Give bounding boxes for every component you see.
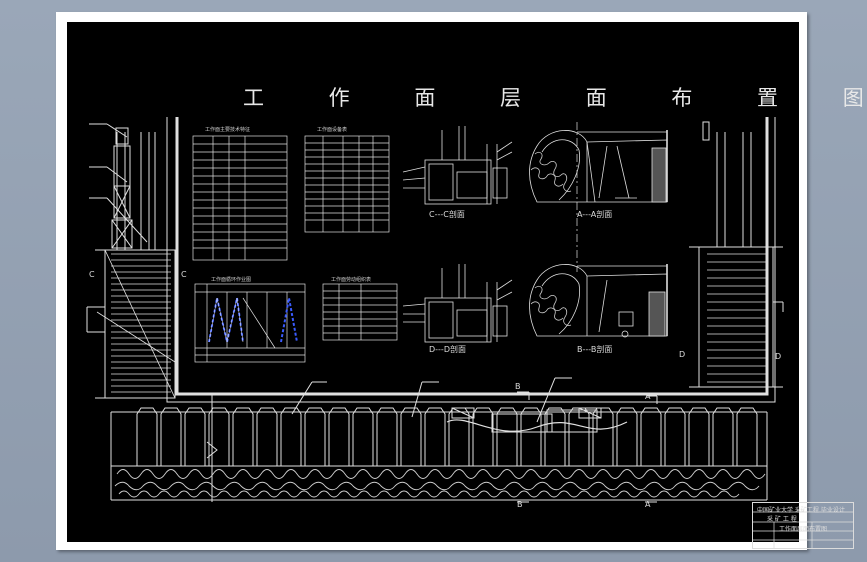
cad-drawing: [86, 117, 784, 503]
mark-d-left: D: [679, 350, 686, 359]
hydraulic-supports: [110, 407, 768, 501]
right-roadway: [689, 121, 784, 388]
mark-a-bottom: A: [645, 500, 651, 509]
right-roadway-hatch: [707, 253, 767, 383]
table-1: [192, 135, 288, 261]
section-aa: [529, 130, 668, 203]
left-roadway-hatch: [96, 249, 176, 399]
table-2-title: 工作面设备表: [317, 127, 348, 133]
title-block-grid: [752, 511, 854, 549]
drawing-title: 工 作 面 层 面 布 置 图: [243, 86, 867, 110]
mark-b-top: B: [515, 382, 521, 391]
mark-c-left: C: [89, 270, 95, 279]
mark-a-top: A: [645, 392, 651, 401]
drawing-area[interactable]: 工 作 面 层 面 布 置 图 工作面主要技术特征 工作面设备表 工作面循环作业…: [67, 22, 867, 542]
table-2: [304, 135, 390, 233]
mark-c-right: C: [181, 270, 187, 279]
shearer: [446, 407, 628, 433]
section-aa-label: A---A剖面: [577, 210, 613, 219]
gob-area: [114, 469, 766, 498]
title-block-line3: 工作面层面布置图: [779, 526, 828, 533]
section-dd: [402, 264, 513, 343]
working-face-outline: [175, 117, 769, 396]
title-block-line1: 中国矿业大学 采矿工程 毕业设计: [757, 507, 845, 514]
left-roadway: [86, 249, 176, 399]
left-shaft: [89, 123, 156, 250]
drawing-sheet: 工 作 面 层 面 布 置 图 工作面主要技术特征 工作面设备表 工作面循环作业…: [56, 12, 867, 550]
section-bb: [529, 264, 668, 338]
section-bb-label: B---B剖面: [577, 345, 613, 354]
mark-d-right: D: [775, 352, 782, 361]
table-1-title: 工作面主要技术特征: [205, 127, 251, 133]
title-block: 中国矿业大学 采矿工程 毕业设计 采 矿 工 程 工作面层面布置图: [752, 502, 854, 549]
table-4: [322, 283, 398, 341]
title-block-line2: 采 矿 工 程: [767, 516, 797, 523]
table-3-title: 工作面循环作业图: [211, 277, 252, 283]
mark-b-bottom: B: [517, 500, 523, 509]
table-4-title: 工作面劳动组织表: [331, 277, 372, 283]
section-cc: [402, 126, 513, 205]
cycle-chart: [194, 283, 306, 363]
section-dd-label: D---D剖面: [429, 345, 466, 354]
section-cc-label: C---C剖面: [429, 210, 465, 219]
